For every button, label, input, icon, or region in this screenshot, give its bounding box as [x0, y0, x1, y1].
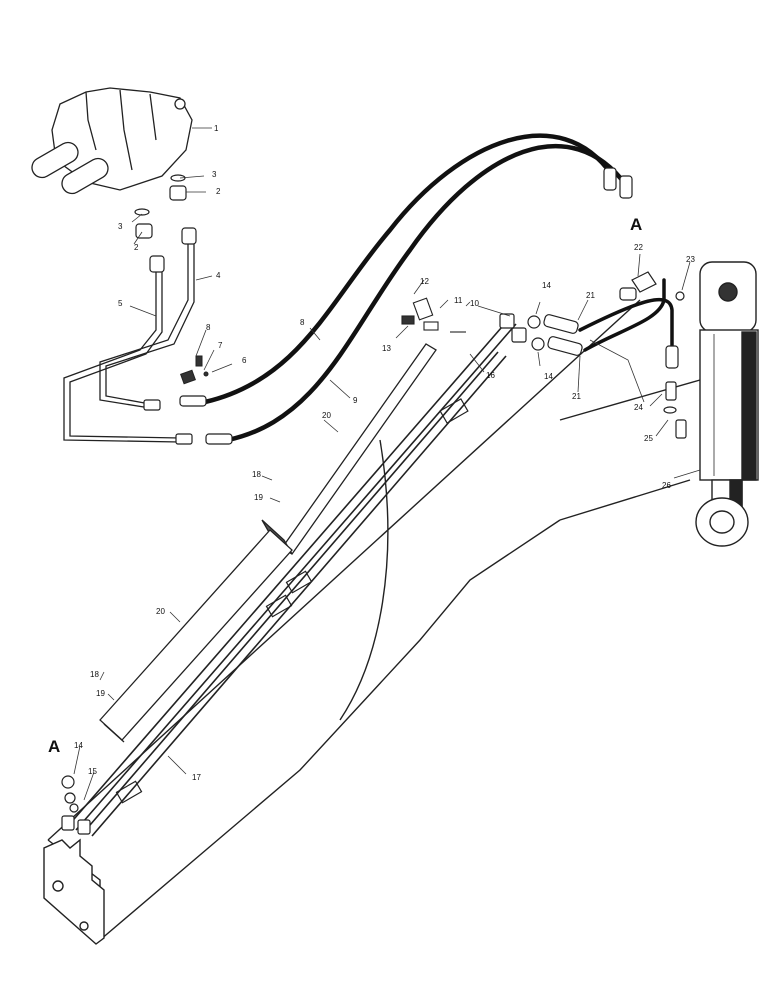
callout-2: 2: [134, 243, 139, 252]
callout-3: 3: [118, 222, 123, 231]
valve-line-fittings: [143, 227, 197, 445]
main-hoses: [202, 133, 629, 443]
cylinder-fittings: [619, 271, 687, 439]
callout-19: 19: [254, 493, 263, 502]
callout-21: 21: [586, 291, 595, 300]
callout-17: 17: [192, 773, 201, 782]
callout-3: 3: [212, 170, 217, 179]
callout-18: 18: [90, 670, 99, 679]
callout-8: 8: [206, 323, 211, 332]
callout-10: 10: [470, 299, 479, 308]
boom-end-fittings: [61, 775, 91, 835]
valve-lines: [63, 236, 195, 443]
callout-16: 16: [486, 371, 495, 380]
valve-adapters: [134, 174, 187, 239]
wear-strip-lower: [99, 529, 293, 743]
boom-clips: [115, 398, 469, 804]
clamp-parts: [180, 355, 209, 385]
callout-8: 8: [300, 318, 305, 327]
callout-21: 21: [572, 392, 581, 401]
hydraulic-cylinder: [695, 261, 759, 547]
leader-lines: [73, 127, 701, 801]
callout-18: 18: [252, 470, 261, 479]
upper-tube-fittings: [499, 313, 545, 351]
cylinder-hoses: [578, 278, 674, 352]
section-marker-a: A: [48, 737, 60, 756]
callout-14: 14: [74, 741, 83, 750]
callout-14: 14: [542, 281, 551, 290]
hose-end-fittings: [179, 167, 633, 445]
callout-26: 26: [662, 481, 671, 490]
callout-12: 12: [420, 277, 429, 286]
callout-labels: 1 2 2 3 3 4 5 6 7 8 8 9 10 11 12 13 14 1…: [74, 124, 695, 782]
boom-outline: [47, 299, 701, 941]
boom-tubes: [67, 319, 517, 837]
section-marker-a: A: [630, 215, 642, 234]
callout-19: 19: [96, 689, 105, 698]
callout-1: 1: [214, 124, 219, 133]
callout-25: 25: [644, 434, 653, 443]
callout-22: 22: [634, 243, 643, 252]
callout-2: 2: [216, 187, 221, 196]
callout-13: 13: [382, 344, 391, 353]
callout-14: 14: [544, 372, 553, 381]
control-valve: [31, 87, 193, 195]
callout-4: 4: [216, 271, 221, 280]
callout-9: 9: [353, 396, 358, 405]
callout-7: 7: [218, 341, 223, 350]
callout-24: 24: [634, 403, 643, 412]
boom-end-block: [43, 838, 105, 945]
upper-clamp-parts: [401, 297, 466, 333]
callout-11: 11: [454, 296, 463, 305]
callout-20: 20: [322, 411, 331, 420]
callout-15: 15: [88, 767, 97, 776]
cylinder-hose-fittings: [543, 314, 679, 369]
callout-23: 23: [686, 255, 695, 264]
wear-strip-upper: [261, 343, 437, 555]
callout-5: 5: [118, 299, 123, 308]
section-markers: A A: [48, 215, 642, 756]
callout-6: 6: [242, 356, 247, 365]
callout-20: 20: [156, 607, 165, 616]
